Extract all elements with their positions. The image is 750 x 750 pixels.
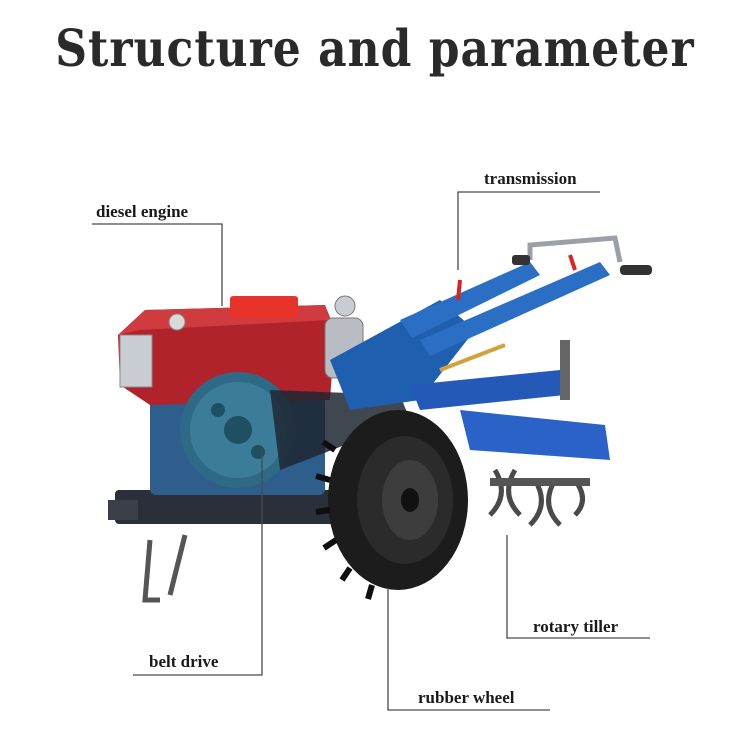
- leader-lines: [92, 191, 650, 711]
- label-diesel-engine: diesel engine: [96, 202, 189, 221]
- rubber-wheel: [315, 410, 468, 600]
- transmission-assembly: [330, 235, 652, 410]
- label-rotary-tiller: rotary tiller: [533, 617, 619, 636]
- front-stand: [142, 534, 188, 603]
- label-belt-drive: belt drive: [149, 652, 219, 671]
- rotary-tiller: [410, 340, 610, 527]
- label-rubber-wheel: rubber wheel: [418, 688, 515, 707]
- leader-diesel-engine: [92, 223, 223, 306]
- belt-drive-pulley: [180, 372, 410, 488]
- leader-belt-drive: [133, 448, 263, 676]
- label-transmission: transmission: [484, 169, 577, 188]
- leader-rotary-tiller: [506, 535, 650, 639]
- chassis-frame: [115, 490, 345, 524]
- page-title: Structure and parameter: [55, 20, 695, 79]
- leader-transmission: [457, 191, 600, 270]
- leader-rubber-wheel: [387, 588, 550, 711]
